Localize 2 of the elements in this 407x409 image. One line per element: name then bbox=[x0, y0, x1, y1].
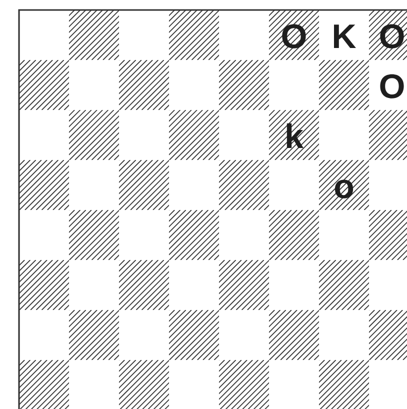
chess-piece: K bbox=[334, 24, 356, 48]
chess-piece: O bbox=[380, 74, 404, 98]
